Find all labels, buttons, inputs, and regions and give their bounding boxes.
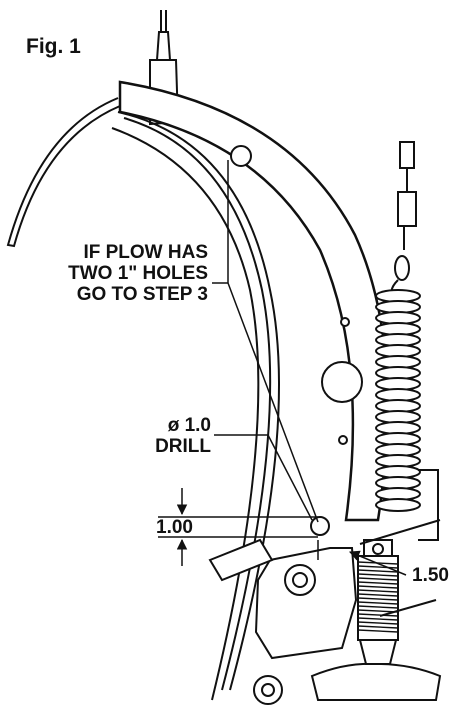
curved-blade [6,97,121,248]
thread-line [357,597,399,601]
thread-line [357,629,399,633]
dimension-vertical [158,488,318,566]
spring-coil-loop [375,498,421,512]
figure-label: Fig. 1 [26,35,81,58]
drill-size: ø 1.0 [167,415,211,436]
moldboard-edge [111,111,280,701]
thread-line [357,625,399,629]
spring-assembly [390,141,417,301]
thread-line [357,577,399,581]
thread-line [357,609,399,613]
holes-note-line-1: IF PLOW HAS [83,242,208,263]
top-cable [155,10,172,61]
drill-leader [214,434,313,521]
post-threads [357,561,399,633]
thread-line [357,617,399,621]
holes-note-line-3: GO TO STEP 3 [76,284,208,305]
drill-label: DRILL [155,436,211,457]
curved-frame [118,80,389,522]
holes-note-line-2: TWO 1" HOLES [68,263,208,284]
thread-line [357,593,399,597]
thread-line [357,565,399,569]
holes-note-leaders [212,160,319,523]
drill-callout: ø 1.0 DRILL [155,415,211,457]
thread-line [357,605,399,609]
vertical-dimension-value: 1.00 [156,517,193,538]
plow-shoe [310,639,442,701]
coil-spring [375,289,421,512]
drill-hole [310,516,330,536]
thread-line [357,613,399,617]
frame-holes [230,145,363,445]
mount-bracket [208,538,358,705]
thread-line [357,585,399,589]
thread-line [357,569,399,573]
thread-line [357,573,399,577]
thread-line [357,581,399,585]
dimension-horizontal [317,540,407,576]
thread-line [357,621,399,625]
thread-line [357,589,399,593]
thread-line [357,601,399,605]
holes-note: IF PLOW HAS TWO 1" HOLES GO TO STEP 3 [68,242,208,305]
right-support [359,469,441,617]
horizontal-dimension-value: 1.50 [412,565,449,586]
